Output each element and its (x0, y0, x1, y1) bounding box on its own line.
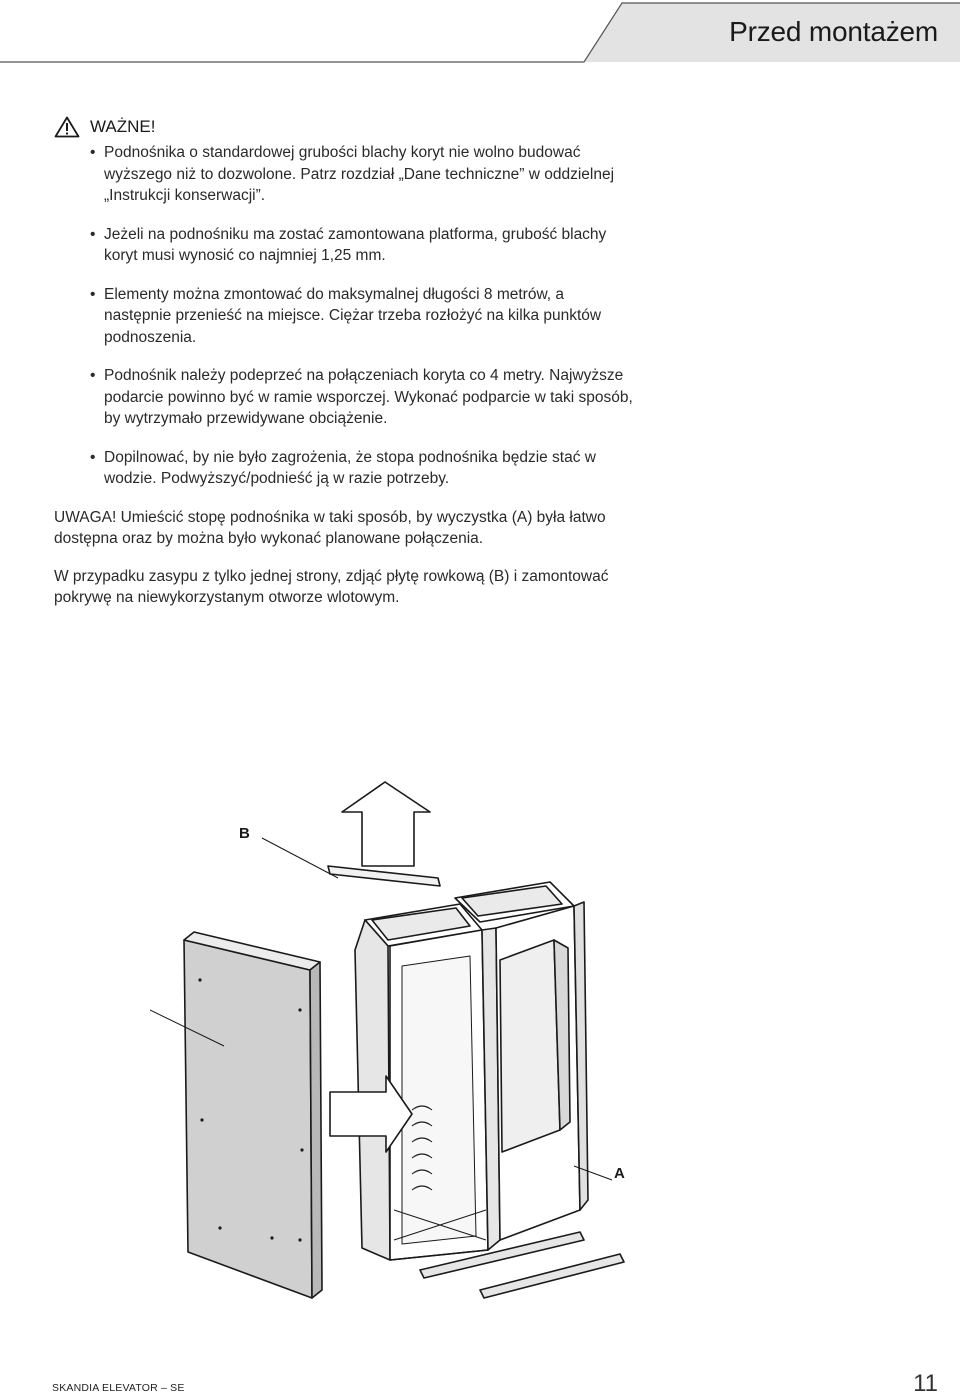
list-item: •Podnośnika o standardowej grubości blac… (90, 144, 615, 204)
inlet-arrow-icon (329, 1075, 413, 1153)
list-item: •Dopilnować, by nie było zagrożenia, że … (90, 448, 596, 488)
label-b: B (239, 825, 250, 842)
list-item-text: Dopilnować, by nie było zagrożenia, że s… (104, 448, 596, 488)
list-item-text: Elementy można zmontować do maksymalnej … (104, 285, 602, 346)
up-arrow-icon (341, 781, 431, 867)
note-paragraph: UWAGA! Umieścić stopę podnośnika w taki … (54, 508, 606, 548)
warning-list: •Podnośnika o standardowej grubości blac… (54, 142, 634, 490)
label-a: A (614, 1165, 625, 1182)
content-body: WAŻNE! •Podnośnika o standardowej gruboś… (54, 116, 634, 625)
note-paragraph: W przypadku zasypu z tylko jednej strony… (54, 567, 609, 607)
warning-triangle-icon (54, 116, 80, 138)
header-bar (0, 2, 960, 64)
list-item: •Elementy można zmontować do maksymalnej… (90, 285, 602, 346)
list-item-text: Jeżeli na podnośniku ma zostać zamontowa… (104, 225, 607, 265)
elevator-foot-illustration: B C A (150, 781, 625, 1299)
warning-heading: WAŻNE! (54, 116, 634, 138)
slotted-plate (327, 865, 441, 887)
list-item-text: Podnośnika o standardowej grubości blach… (104, 144, 615, 204)
list-item: •Jeżeli na podnośniku ma zostać zamontow… (90, 225, 607, 265)
list-item: •Podnośnik należy podeprzeć na połączeni… (90, 367, 633, 427)
cleanout-door (499, 939, 561, 1153)
page-number: 11 (913, 1370, 938, 1397)
footer-brand: SKANDIA ELEVATOR – SE (52, 1382, 185, 1394)
warning-title: WAŻNE! (90, 117, 156, 137)
list-item-text: Podnośnik należy podeprzeć na połączenia… (104, 367, 633, 427)
page-title: Przed montażem (729, 16, 938, 47)
